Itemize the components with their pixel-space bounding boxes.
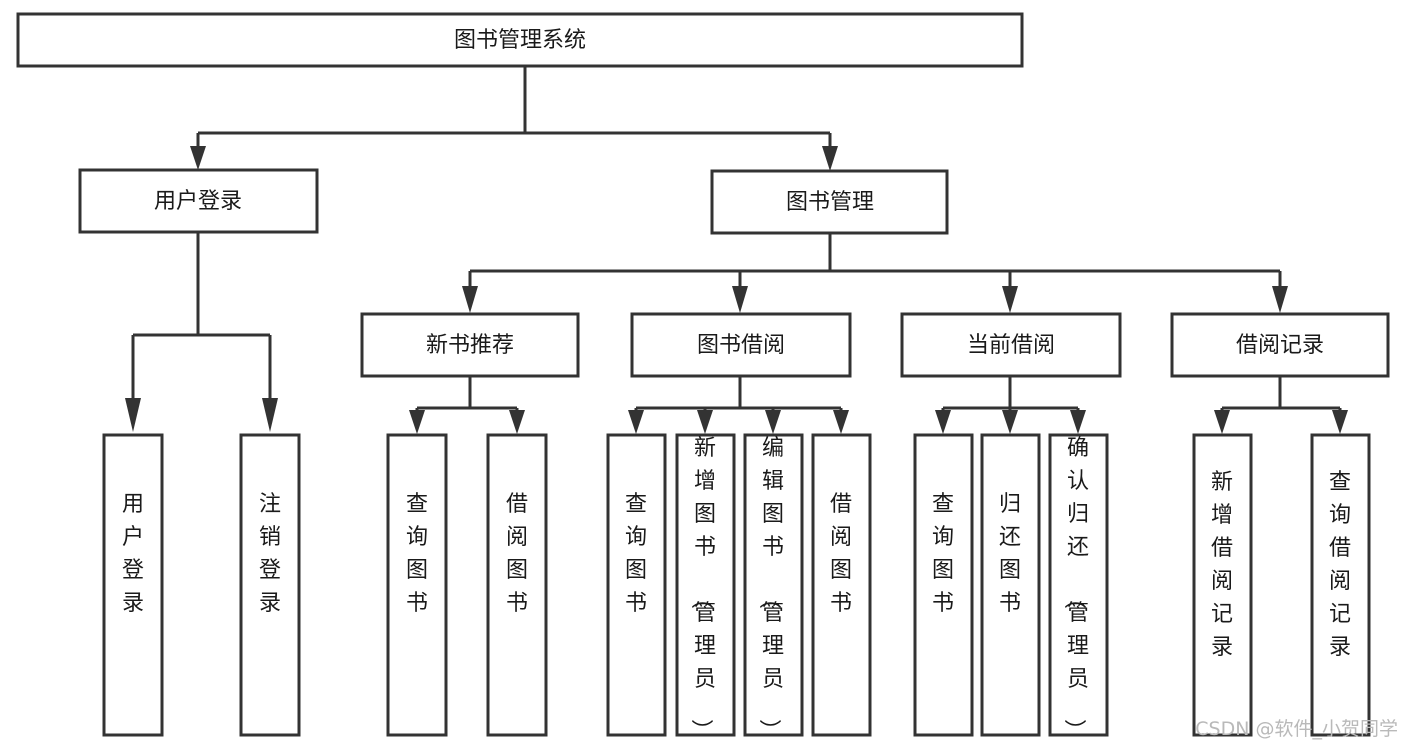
leaf-bookborrow-add-label: 新增图书（管理员） bbox=[688, 436, 716, 741]
leaf-user-login-label: 用户登录 bbox=[122, 492, 144, 616]
leaf-node[interactable]: 新增借阅记录 bbox=[1192, 433, 1253, 737]
node-borrow-record-box[interactable] bbox=[1170, 312, 1390, 378]
arrow-head-borrow-record bbox=[1272, 286, 1288, 313]
node-new-book-recommend-box[interactable] bbox=[360, 312, 580, 378]
leaf-user-login-box[interactable] bbox=[102, 433, 164, 737]
arrow-head-userlogin bbox=[190, 146, 206, 170]
leaf-logout-label: 注销登录 bbox=[259, 492, 281, 616]
node-new-book-recommend[interactable]: 新书推荐 bbox=[360, 312, 580, 378]
node-root[interactable]: 图书管理系统 bbox=[16, 12, 1024, 68]
node-root-label: 图书管理系统 bbox=[454, 28, 586, 53]
leaf-node[interactable]: 查询借阅记录 bbox=[1310, 433, 1371, 737]
arrow-head-bookmgmt bbox=[822, 146, 838, 171]
leaf-borrowrecord-add-label: 新增借阅记录 bbox=[1211, 470, 1233, 660]
leaf-node[interactable]: 查询图书 bbox=[386, 433, 448, 737]
node-borrow-record[interactable]: 借阅记录 bbox=[1170, 312, 1390, 378]
arrow-head-bookborrow-leaf-1 bbox=[628, 410, 644, 434]
node-new-book-recommend-label: 新书推荐 bbox=[426, 333, 514, 358]
leaf-currentborrow-confirm-label: 确认归还（管理员） bbox=[1061, 436, 1089, 741]
arrow-head-borrowrecord-leaf-1 bbox=[1214, 410, 1230, 434]
arrow-head-leaf-user-login bbox=[125, 398, 141, 432]
leaf-node[interactable]: 编辑图书（管理员） bbox=[743, 433, 804, 741]
leaf-node[interactable]: 用户登录 bbox=[102, 433, 164, 737]
node-root-box[interactable] bbox=[16, 12, 1024, 68]
arrow-head-new-book bbox=[462, 286, 478, 313]
node-user-login[interactable]: 用户登录 bbox=[78, 168, 319, 234]
leaf-newbook-borrow-label: 借阅图书 bbox=[506, 492, 528, 616]
leaf-bookborrow-borrow-label: 借阅图书 bbox=[830, 492, 852, 616]
arrow-head-currentborrow-leaf-2 bbox=[1002, 410, 1018, 434]
leaf-node[interactable]: 借阅图书 bbox=[811, 433, 872, 737]
arrow-head-newbook-leaf-2 bbox=[509, 410, 525, 434]
leaf-node[interactable]: 注销登录 bbox=[239, 433, 301, 737]
leaf-bookborrow-edit-label: 编辑图书（管理员） bbox=[756, 436, 784, 741]
arrow-head-currentborrow-leaf-3 bbox=[1070, 410, 1086, 434]
arrow-head-bookborrow-leaf-2 bbox=[697, 410, 713, 434]
arrow-head-currentborrow-leaf-1 bbox=[935, 410, 951, 434]
node-book-management-label: 图书管理 bbox=[786, 190, 874, 215]
watermark-label: CSDN @软件_小贺同学 bbox=[1195, 718, 1398, 740]
arrow-head-current-borrow bbox=[1002, 286, 1018, 313]
node-book-borrow[interactable]: 图书借阅 bbox=[630, 312, 852, 378]
arrow-head-newbook-leaf-1 bbox=[409, 410, 425, 434]
leaf-bookborrow-add-box[interactable] bbox=[675, 433, 736, 737]
leaf-bookborrow-query-box[interactable] bbox=[606, 433, 667, 737]
leaf-node[interactable]: 新增图书（管理员） bbox=[675, 433, 736, 741]
leaf-newbook-query-box[interactable] bbox=[386, 433, 448, 737]
leaf-node[interactable]: 查询图书 bbox=[606, 433, 667, 737]
node-current-borrow[interactable]: 当前借阅 bbox=[900, 312, 1122, 378]
leaf-currentborrow-query-label: 查询图书 bbox=[932, 492, 954, 616]
leaf-borrowrecord-add-box[interactable] bbox=[1192, 433, 1253, 737]
leaf-node[interactable]: 借阅图书 bbox=[486, 433, 548, 737]
connectors-layer bbox=[125, 66, 1348, 434]
leaf-bookborrow-query-label: 查询图书 bbox=[625, 492, 647, 616]
node-current-borrow-label: 当前借阅 bbox=[967, 333, 1055, 358]
leaf-borrowrecord-query-label: 查询借阅记录 bbox=[1329, 470, 1351, 660]
leaf-bookborrow-borrow-box[interactable] bbox=[811, 433, 872, 737]
arrow-head-borrowrecord-leaf-2 bbox=[1332, 410, 1348, 434]
node-borrow-record-label: 借阅记录 bbox=[1236, 333, 1324, 358]
leaf-newbook-query-label: 查询图书 bbox=[406, 492, 428, 616]
leaf-node[interactable]: 确认归还（管理员） bbox=[1048, 433, 1109, 741]
node-current-borrow-box[interactable] bbox=[900, 312, 1122, 378]
arrow-head-bookborrow-leaf-3 bbox=[765, 410, 781, 434]
leaf-bookborrow-edit-box[interactable] bbox=[743, 433, 804, 737]
leaf-newbook-borrow-box[interactable] bbox=[486, 433, 548, 737]
leaf-currentborrow-confirm-box[interactable] bbox=[1048, 433, 1109, 737]
leaf-node[interactable]: 查询图书 bbox=[913, 433, 974, 737]
arrow-head-leaf-logout bbox=[262, 398, 278, 432]
node-user-login-box[interactable] bbox=[78, 168, 319, 234]
node-book-borrow-box[interactable] bbox=[630, 312, 852, 378]
leaf-currentborrow-return-label: 归还图书 bbox=[999, 492, 1021, 616]
leaf-currentborrow-query-box[interactable] bbox=[913, 433, 974, 737]
arrow-head-book-borrow bbox=[732, 286, 748, 313]
node-book-management-box[interactable] bbox=[710, 169, 949, 235]
leaf-logout-box[interactable] bbox=[239, 433, 301, 737]
node-user-login-label: 用户登录 bbox=[154, 189, 242, 214]
node-book-borrow-label: 图书借阅 bbox=[697, 333, 785, 358]
leaf-borrowrecord-query-box[interactable] bbox=[1310, 433, 1371, 737]
leaf-node[interactable]: 归还图书 bbox=[980, 433, 1041, 737]
node-book-management[interactable]: 图书管理 bbox=[710, 169, 949, 235]
leaf-currentborrow-return-box[interactable] bbox=[980, 433, 1041, 737]
arrow-head-bookborrow-leaf-4 bbox=[833, 410, 849, 434]
